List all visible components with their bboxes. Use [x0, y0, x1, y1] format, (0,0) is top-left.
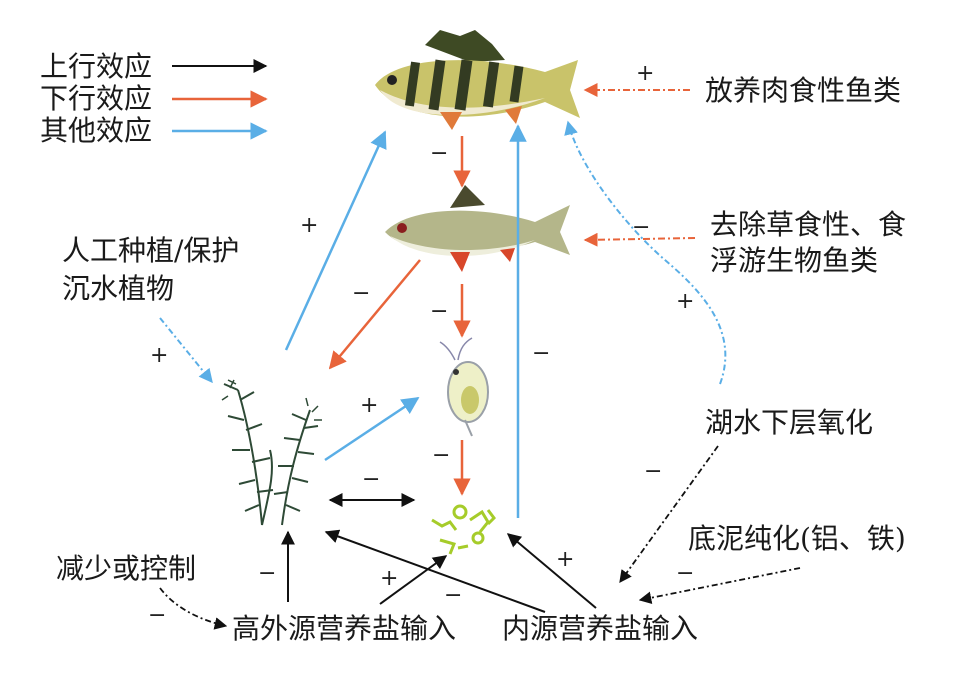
sediment-purify-label: 底泥纯化(铝、铁)	[688, 522, 906, 555]
sign-oxygenation-perch-plus: +	[676, 289, 694, 314]
stock-predator-fish-label: 放养肉食性鱼类	[705, 74, 901, 107]
arrow-oxygenation-to-perch	[564, 120, 727, 385]
reduce-control-label: 减少或控制	[56, 552, 196, 585]
arrow-sediment-to-internal	[638, 567, 801, 604]
roach-fish-icon	[385, 185, 570, 272]
sign-stocking-plus: +	[636, 61, 654, 86]
remove-fish-label-line1: 去除草食性、食	[710, 208, 906, 241]
perch-fish-icon	[375, 30, 580, 130]
legend-upward-label: 上行效应	[40, 50, 152, 83]
sign-external-plant-minus: −	[258, 561, 276, 586]
sign-competition-minus: −	[362, 467, 380, 492]
sign-phyto-perch-minus: −	[532, 341, 550, 366]
arrow-external-to-phytoplankton	[379, 555, 448, 605]
sign-removal-minus: −	[632, 215, 650, 240]
sign-internal-plant-minus: −	[444, 583, 462, 608]
sign-reduce-minus: −	[148, 603, 166, 628]
legend: 上行效应 下行效应 其他效应	[40, 50, 268, 147]
arrow-internal-to-plant	[324, 529, 546, 613]
sign-oxygenation-internal-minus: −	[644, 459, 662, 484]
remove-fish-label-line2: 浮游生物鱼类	[710, 244, 878, 277]
oxygenation-label: 湖水下层氧化	[705, 406, 873, 439]
arrow-oxygenation-to-internal	[619, 445, 719, 584]
arrow-removal-to-roach	[583, 232, 696, 247]
sign-perch-roach-minus: −	[430, 141, 448, 166]
arrow-reduce-to-external	[159, 587, 228, 630]
submerged-plant-icon	[221, 379, 322, 526]
sign-sediment-minus: −	[676, 561, 694, 586]
arrow-internal-to-phytoplankton	[506, 533, 597, 609]
sign-internal-phyto-plus: +	[556, 547, 574, 572]
plant-protect-label-line2: 沉水植物	[62, 272, 174, 305]
sign-planting-plus: +	[150, 343, 168, 368]
legend-downward-label: 下行效应	[40, 82, 152, 115]
sign-plant-perch-plus: +	[300, 213, 318, 238]
sign-external-phyto-plus: +	[380, 566, 398, 591]
arrow-roach-to-plant	[328, 259, 421, 370]
arrow-plant-to-perch	[284, 130, 387, 351]
arrow-plant-to-zooplankton	[324, 396, 420, 462]
zooplankton-icon	[439, 337, 489, 437]
sign-plant-zoo-plus: +	[360, 393, 378, 418]
phytoplankton-icon	[431, 504, 496, 555]
sign-roach-plant-minus: −	[352, 281, 370, 306]
legend-other-label: 其他效应	[40, 114, 152, 147]
internal-nutrient-label: 内源营养盐输入	[502, 612, 698, 645]
sign-zoo-phyto-minus: −	[432, 443, 450, 468]
external-nutrient-label: 高外源营养盐输入	[232, 612, 456, 645]
sign-roach-zoo-minus: −	[430, 299, 448, 324]
plant-protect-label-line1: 人工种植/保护	[62, 234, 239, 267]
